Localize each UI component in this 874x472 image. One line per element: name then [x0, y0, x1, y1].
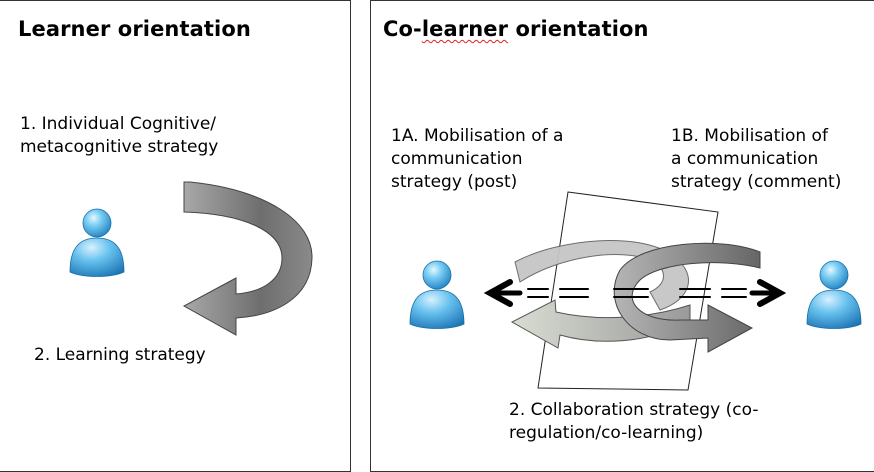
step-1a-line-2: communication — [391, 149, 523, 169]
title-suffix: orientation — [508, 17, 649, 41]
panel-title: Learner orientation — [18, 17, 251, 41]
user-icon — [69, 208, 125, 277]
step-1b-label: 1B. Mobilisation of a communication stra… — [671, 125, 841, 194]
step-2-label: 2. Learning strategy — [34, 345, 206, 365]
step-1a-label: 1A. Mobilisation of a communication stra… — [391, 125, 563, 194]
learning-loop-arrow — [182, 181, 313, 336]
step-1a-line-1: 1A. Mobilisation of a — [391, 126, 564, 146]
right-pointing-arrow — [613, 242, 761, 353]
step-1b-line-2: a communication — [671, 149, 819, 169]
step-2-label: 2. Collaboration strategy (co- regulatio… — [509, 399, 758, 445]
title-prefix: Co- — [383, 17, 422, 41]
step-1-line-2: metacognitive strategy — [20, 137, 219, 157]
bottom-left-arrow — [510, 299, 691, 349]
step-1b-line-1: 1B. Mobilisation of — [671, 126, 828, 146]
title-misspelled-word: learner — [421, 17, 509, 41]
user-icon — [806, 260, 862, 329]
panel-title: Co-learner orientation — [383, 17, 649, 41]
step-1-line-1: 1. Individual Cognitive/ — [20, 114, 217, 134]
step-1a-line-3: strategy (post) — [391, 172, 518, 192]
step-2-line-2: regulation/co-learning) — [509, 423, 704, 443]
step-2-line-1: 2. Collaboration strategy (co- — [509, 400, 759, 420]
step-1b-line-3: strategy (comment) — [671, 172, 842, 192]
co-learner-orientation-panel: Co-learner orientation 1A. Mobilisation … — [370, 0, 874, 472]
step-1-label: 1. Individual Cognitive/ metacognitive s… — [20, 113, 218, 159]
exchange-arrow — [483, 279, 787, 307]
user-icon — [409, 260, 465, 329]
